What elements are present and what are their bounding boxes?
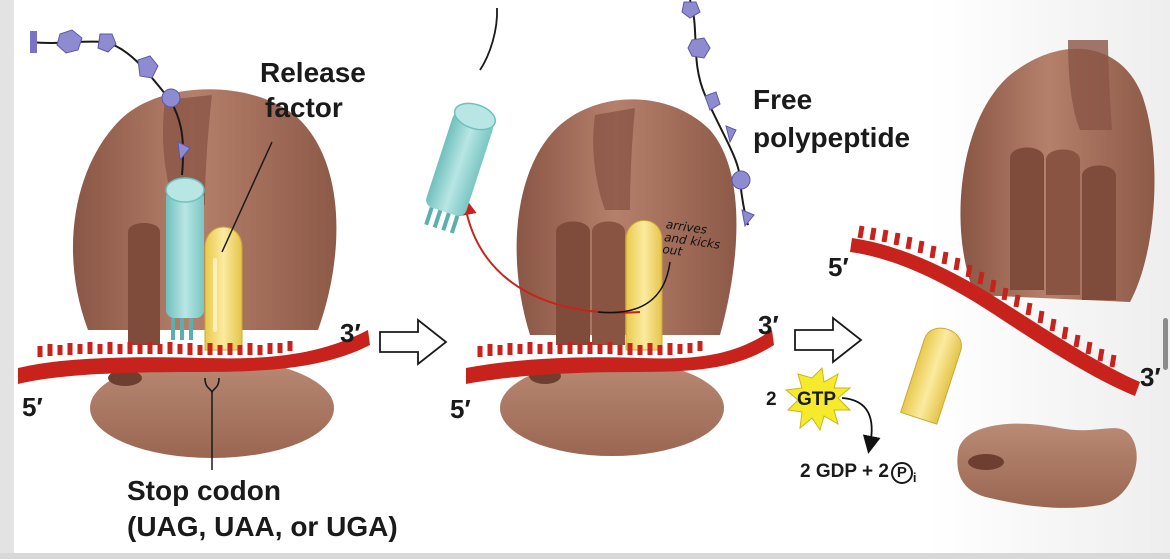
mrna-codon-teeth	[37, 341, 293, 357]
small-subunit	[500, 360, 724, 456]
mrna-codon-teeth	[477, 341, 703, 357]
departing-trna	[424, 102, 497, 234]
gtp-hydrolysis-arrow	[841, 397, 881, 454]
vertical-scrollbar[interactable]	[1163, 318, 1168, 370]
small-subunit	[957, 423, 1137, 508]
free-polypeptide-label-line-1: Free	[753, 84, 813, 115]
panel-2-five-prime-label: 5′	[450, 394, 471, 424]
panel-1-five-prime-label: 5′	[22, 392, 43, 422]
panel-3-three-prime-label: 3′	[1140, 362, 1161, 392]
amino-acid	[704, 91, 721, 111]
amino-acid	[681, 1, 701, 19]
step-arrow-2	[794, 316, 863, 364]
stop-codon-label-line-1: Stop codon	[127, 475, 281, 506]
left-border	[0, 0, 14, 559]
e-site	[556, 221, 590, 345]
mrna	[18, 330, 370, 384]
release-factor-label-line-2: factor	[265, 92, 343, 123]
amino-acid	[56, 29, 83, 54]
gtp-label: GTP	[797, 389, 837, 410]
amino-acid	[97, 33, 117, 53]
gtp-burst	[784, 366, 852, 432]
p-site	[592, 221, 625, 345]
panel-1-ribosome-with-release-factor	[18, 29, 370, 470]
small-subunit-groove	[108, 370, 142, 386]
trna-tether	[479, 7, 498, 71]
phosphate-circle: P	[890, 462, 913, 484]
e-site	[128, 223, 160, 345]
gdp-products-text: 2 GDP + 2	[800, 461, 889, 482]
release-factor-pointer	[221, 141, 273, 253]
amino-acid	[177, 141, 191, 162]
exit-tunnel	[1068, 40, 1112, 130]
mrna-codon-teeth	[857, 225, 1117, 368]
step-arrow-1	[379, 318, 448, 366]
handwritten-annotation: arrives and kicks out	[662, 217, 723, 263]
amino-acid	[731, 170, 751, 190]
phosphate-symbol: P	[896, 464, 907, 481]
a-site	[1082, 165, 1116, 300]
release-factor	[204, 226, 243, 351]
panel-1-three-prime-label: 3′	[340, 318, 361, 348]
panel-3-five-prime-label: 5′	[828, 252, 849, 282]
annotation-line	[597, 261, 671, 314]
anticodon-tooth	[171, 318, 175, 340]
free-polypeptide-label-line-2: polypeptide	[753, 122, 911, 153]
small-subunit-groove	[968, 454, 1004, 470]
free-release-factor	[900, 327, 962, 425]
gtp-coefficient: 2	[766, 389, 777, 410]
bottom-border	[0, 553, 1170, 559]
amino-acid	[725, 125, 737, 144]
exit-tunnel	[593, 108, 635, 210]
panel-3-dissociation	[850, 40, 1155, 508]
panel-2-release	[424, 7, 774, 456]
polypeptide-end-cap	[30, 31, 37, 53]
anticodon-tooth	[180, 318, 184, 340]
phosphate-subscript: i	[912, 469, 917, 485]
stop-codon-label-line-2: (UAG, UAA, or UGA)	[127, 511, 398, 542]
panel-2-three-prime-label: 3′	[758, 310, 779, 340]
mrna	[466, 330, 774, 384]
p-site	[1046, 149, 1080, 295]
release-factor	[625, 220, 663, 351]
mrna	[850, 238, 1140, 396]
trna	[166, 190, 204, 318]
amino-acid	[687, 37, 711, 59]
amino-acid	[137, 55, 159, 79]
amino-acid	[161, 88, 181, 108]
amino-acid	[741, 209, 755, 228]
release-factor-label-line-1: Release	[260, 57, 366, 88]
trna-top	[165, 177, 205, 203]
anticodon-tooth	[189, 318, 193, 340]
free-polypeptide	[681, 0, 755, 228]
e-site	[1010, 147, 1044, 290]
